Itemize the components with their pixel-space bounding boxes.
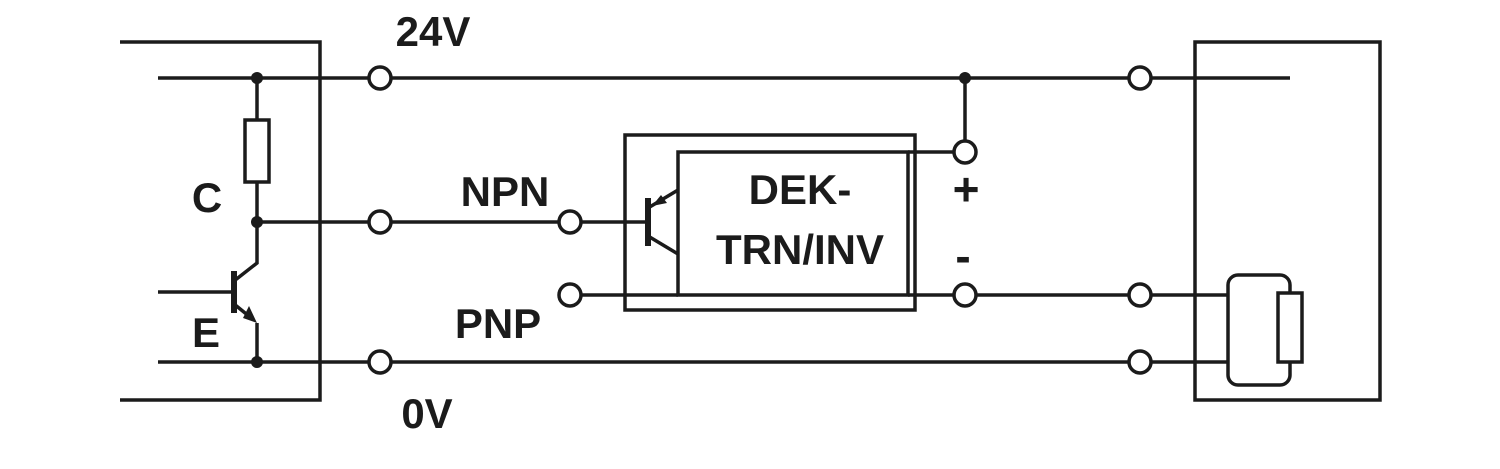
dek-module-inner-box — [676, 150, 910, 297]
label-0v: 0V — [401, 390, 452, 437]
sensor-npn-transistor — [158, 222, 259, 362]
label-24v: 24V — [396, 8, 471, 55]
dek-transistor-lower-lead — [647, 234, 679, 256]
terminal-0v-load — [1127, 349, 1153, 375]
label-module-line1: DEK- — [749, 166, 852, 213]
emitter-arrow-icon — [243, 306, 257, 323]
label-minus: - — [955, 230, 970, 282]
load-resistor — [1276, 291, 1304, 364]
collector-wire — [232, 222, 259, 283]
sensor-pullup-resistor — [243, 78, 271, 222]
label-emitter: E — [192, 309, 220, 356]
junction-dot-collector — [251, 216, 263, 228]
terminal-minus-module — [952, 282, 978, 308]
label-npn: NPN — [461, 168, 550, 215]
terminal-24v-sensor — [367, 65, 393, 91]
load-device — [1226, 273, 1304, 387]
label-pnp: PNP — [455, 300, 541, 347]
dek-input-transistor — [645, 188, 679, 256]
terminal-24v-load — [1127, 65, 1153, 91]
terminal-minus-load — [1127, 282, 1153, 308]
terminal-0v-sensor — [367, 349, 393, 375]
dek-transistor-arrow-icon — [652, 195, 667, 206]
terminal-pnp-module — [557, 282, 583, 308]
junction-dot-resistor-24v — [251, 72, 263, 84]
resistor-body — [243, 118, 271, 184]
label-module-line2: TRN/INV — [716, 226, 884, 273]
load-box — [1193, 40, 1382, 402]
label-plus: + — [953, 163, 980, 215]
junction-dot-emitter-0v — [251, 356, 263, 368]
emitter-wire — [232, 302, 259, 362]
label-collector: C — [192, 174, 222, 221]
terminal-npn-module — [557, 209, 583, 235]
junction-dot-plus-24v — [959, 72, 971, 84]
terminal-npn-sensor — [367, 209, 393, 235]
dek-module-outer-box — [623, 133, 917, 312]
terminal-plus-module — [952, 139, 978, 165]
